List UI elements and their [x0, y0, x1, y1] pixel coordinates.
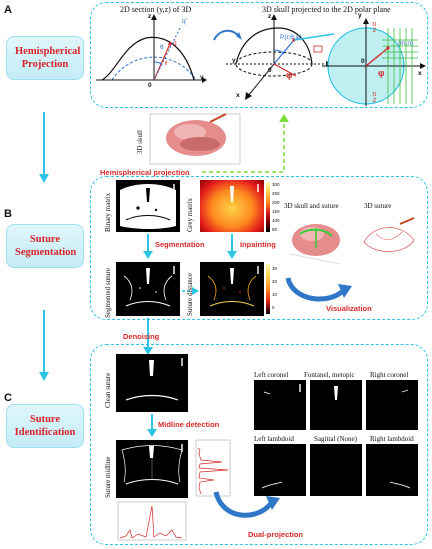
- label-visualization: Visualization: [326, 304, 372, 313]
- visualization-arrow: [285, 277, 352, 302]
- axis-y-2d: y: [200, 74, 204, 81]
- axis-y-3d: y: [232, 57, 236, 64]
- left-lambdoid-label: Left lambdoid: [254, 435, 294, 443]
- left-coronal-tile: [254, 380, 306, 430]
- suture-distance-label: Suture distance: [186, 273, 194, 316]
- label-denoising: Denoising: [123, 332, 160, 341]
- origin-polar: 0: [361, 58, 365, 65]
- panel-a-box: [90, 2, 428, 108]
- section-2d-diagram: [96, 14, 207, 83]
- right-lambdoid-tile: [366, 444, 418, 496]
- panel-c-box: [90, 344, 428, 545]
- polar-plane-diagram: [313, 18, 426, 106]
- midline-detection-arrow: [147, 414, 157, 437]
- clean-suture-image: [116, 354, 188, 412]
- segmentation-arrow: [143, 234, 153, 259]
- skull-3d-render: [149, 113, 241, 165]
- q-prime-label: q': [182, 18, 187, 25]
- fontanel-metopic-tile: [310, 380, 362, 430]
- stage-label: Suture Segmentation: [15, 234, 77, 258]
- green-dashed-arrow: [202, 114, 289, 173]
- stage-hemispherical-projection: Hemispherical Projection: [6, 36, 84, 80]
- theta-label: θ: [160, 44, 164, 51]
- axis-z-3d: z: [268, 13, 272, 20]
- segmented-suture-image: [116, 262, 180, 316]
- inpainting-arrow: [227, 234, 237, 259]
- stage-suture-identification: Suture Identification: [6, 404, 84, 448]
- segmented-suture-label: Segmented suture: [104, 268, 112, 318]
- panel-b-box: [90, 176, 428, 320]
- curved-arrow-2d-to-3d: [213, 29, 242, 41]
- hemisphere-3d-diagram: [226, 14, 335, 100]
- clean-suture-label: Clean suture: [104, 372, 112, 408]
- panel-a-letter: A: [4, 4, 12, 16]
- stage-suture-segmentation: Suture Segmentation: [6, 224, 84, 268]
- suture-distance-image: [200, 262, 264, 316]
- distance-colorbar: [266, 264, 270, 314]
- stage-label: Suture Identification: [14, 414, 76, 438]
- skull-and-suture-render: [289, 224, 341, 265]
- left-lambdoid-tile: [254, 444, 306, 496]
- flow-arrow-b-to-c: [39, 310, 49, 381]
- grey-matrix-label: Grey matrix: [186, 197, 194, 232]
- sagittal-label: Sagittal (None): [314, 435, 357, 443]
- label-inpainting: Inpainting: [240, 240, 276, 249]
- suture-3d-render: [363, 217, 415, 252]
- right-lambdoid-label: Right lambdoid: [370, 435, 414, 443]
- label-segmentation: Segmentation: [155, 240, 205, 249]
- segmented-to-distance-arrow: [182, 287, 199, 295]
- horizontal-profile-plot: [117, 501, 187, 541]
- grey-colorbar: [266, 182, 270, 232]
- phi-label-polar: φ: [378, 68, 385, 78]
- skull-and-suture-label: 3D skull and suture: [284, 202, 339, 210]
- grey-matrix-image: [200, 180, 264, 232]
- phi-label-3d: φ: [286, 70, 293, 80]
- r-label: r: [165, 60, 168, 67]
- fontanel-metopic-label: Fontanel, metopic: [304, 371, 355, 379]
- suture-midline-label: Suture midline: [104, 456, 112, 498]
- panel-b-letter: B: [4, 208, 12, 220]
- label-dual-projection: Dual-projection: [248, 530, 304, 539]
- suture-3d-label: 3D suture: [364, 202, 392, 210]
- right-coronal-label: Right coronel: [370, 371, 409, 379]
- q-label: q: [173, 40, 177, 47]
- dual-projection-arrow: [213, 491, 280, 518]
- axis-y-polar: y: [358, 12, 362, 19]
- axis-x-3d: x: [236, 92, 240, 99]
- p-label: P(r,θ,φ): [280, 34, 302, 41]
- suture-midline-image: [116, 440, 188, 498]
- origin-3d: 0: [268, 67, 272, 74]
- right-coronal-tile: [366, 380, 418, 430]
- stage-label: Hemispherical Projection: [15, 46, 81, 70]
- label-hemispherical-projection: Hemispherical projection: [100, 168, 190, 177]
- sagittal-tile: [310, 444, 362, 496]
- projection-title: 3D skull projected to the 2D polar plane: [262, 5, 391, 14]
- label-midline-detection: Midline detection: [158, 420, 220, 429]
- skull-3d-axis-label: 3D skull: [136, 130, 144, 154]
- binary-matrix-label: Binary matrix: [104, 192, 112, 232]
- vertical-profile-plot: [195, 439, 231, 497]
- axis-z-2d: z: [148, 13, 152, 20]
- origin-2d: 0: [148, 82, 152, 89]
- binary-matrix-image: [116, 180, 180, 232]
- axis-x-polar: x: [418, 70, 422, 77]
- flow-arrow-a-to-b: [39, 112, 49, 183]
- section-title: 2D section (y,z) of 3D: [120, 5, 192, 14]
- mn-label: (m,n): [398, 40, 414, 47]
- panel-c-letter: C: [4, 392, 12, 404]
- left-coronal-label: Left coronel: [254, 371, 289, 379]
- denoising-arrow: [143, 318, 153, 355]
